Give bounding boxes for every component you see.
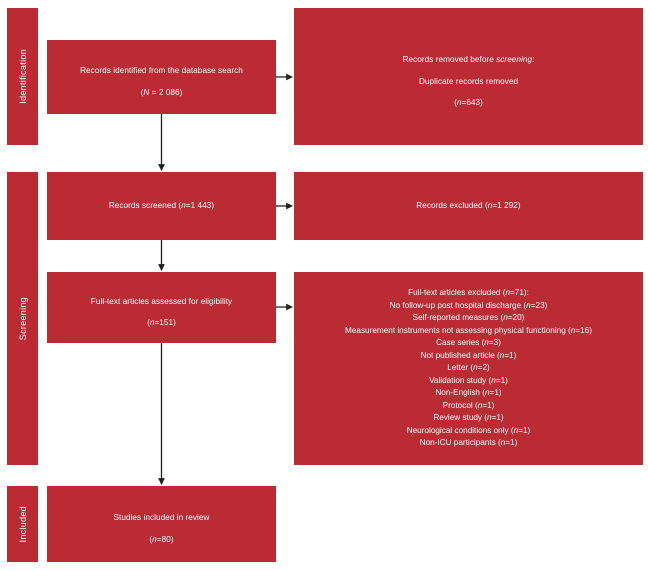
box-records-excluded-text: Records excluded (n=1 292)	[416, 200, 521, 210]
exclusion-reason: Measurement instruments not assessing ph…	[345, 325, 592, 335]
box-studies-included: Studies included in review (n=80)	[47, 486, 276, 562]
exclusion-reason: Not published article (n=1)	[420, 350, 517, 360]
box-records-screened: Records screened (n=1 443)	[47, 172, 276, 240]
box-records-identified: Records identified from the database sea…	[47, 40, 276, 114]
exclusion-reason-list: Full-text articles excluded (n=71): No f…	[300, 287, 637, 449]
exclusion-reason: Letter (n=2)	[447, 363, 490, 373]
stage-label-included-text: Included	[17, 505, 28, 543]
exclusion-heading: Full-text articles excluded (n=71):	[408, 288, 529, 298]
box-records-removed-text: Records removed before screening: Duplic…	[402, 54, 535, 108]
exclusion-reason: Self-reported measures (n=20)	[412, 313, 525, 323]
exclusion-reason: Non-English (n=1)	[435, 388, 502, 398]
box-fulltext-assessed-text: Full-text articles assessed for eligibil…	[90, 296, 233, 328]
exclusion-reason: Review study (n=1)	[433, 413, 504, 423]
box-records-excluded: Records excluded (n=1 292)	[294, 172, 643, 240]
box-records-identified-text: Records identified from the database sea…	[80, 66, 243, 97]
exclusion-reason: Protocol (n=1)	[442, 400, 495, 410]
stage-label-included: Included	[7, 486, 38, 562]
box-studies-included-text: Studies included in review (n=80)	[113, 513, 210, 544]
exclusion-reason: Neurological conditions only (n=1)	[406, 425, 531, 435]
box-fulltext-assessed: Full-text articles assessed for eligibil…	[47, 272, 276, 343]
exclusion-reason: Non-ICU participants (n=1)	[419, 438, 518, 448]
box-records-screened-text: Records screened (n=1 443)	[108, 200, 215, 210]
exclusion-reason: Case series (n=3)	[436, 338, 501, 348]
stage-label-screening: Screening	[7, 172, 38, 465]
box-records-removed: Records removed before screening: Duplic…	[294, 8, 643, 145]
exclusion-reason: No follow-up post hospital discharge (n=…	[389, 300, 548, 310]
stage-label-screening-text: Screening	[17, 296, 28, 341]
box-fulltext-excluded-list: Full-text articles excluded (n=71): No f…	[294, 272, 643, 465]
exclusion-reason: Validation study (n=1)	[429, 375, 508, 385]
stage-label-identification: Identification	[7, 8, 38, 145]
stage-label-identification-text: Identification	[17, 49, 28, 104]
